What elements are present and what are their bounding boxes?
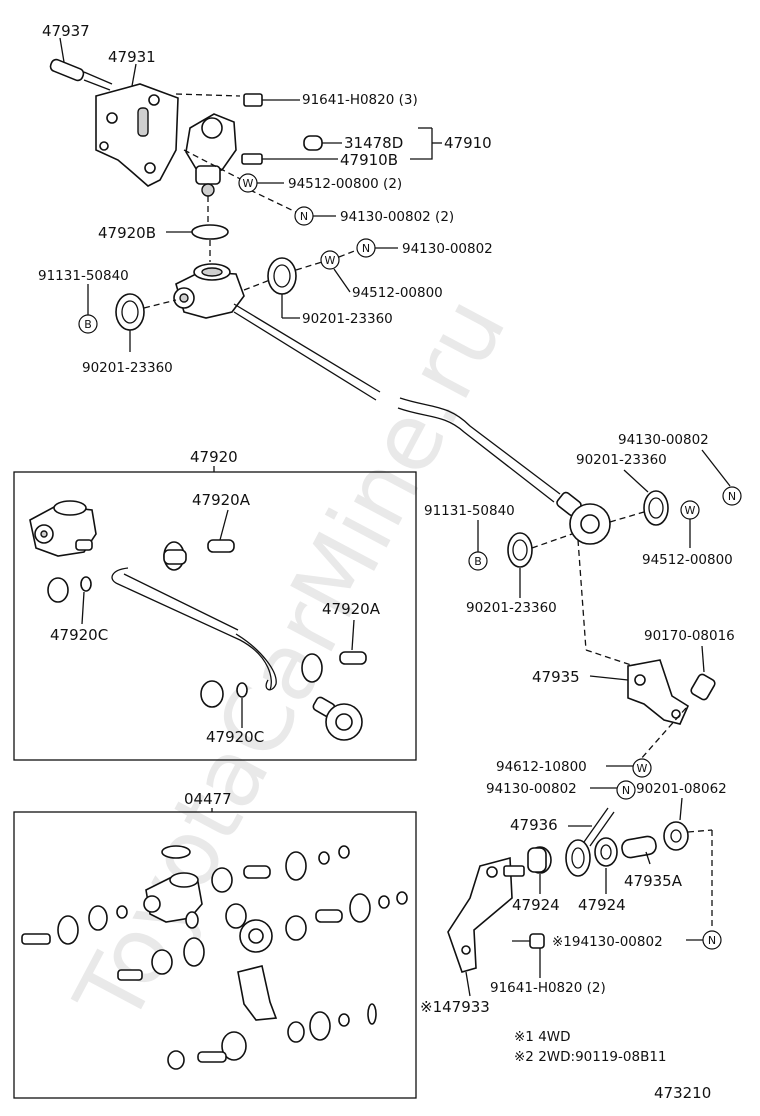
label-94130-c: 94130-00802	[486, 781, 577, 797]
label-47920A-1: 47920A	[192, 491, 251, 509]
gasket-90201-b	[115, 293, 145, 331]
label-47910: 47910	[444, 134, 492, 152]
bolt-marker-b-text: B	[84, 318, 92, 331]
gasket-90201-d	[507, 532, 533, 568]
label-47920C-2: 47920C	[206, 728, 264, 746]
pipe-small	[111, 567, 272, 691]
note-1: ※1 4WD	[514, 1029, 571, 1045]
label-90201-e: 90201-08062	[636, 781, 727, 797]
bushing-47924-2	[594, 837, 618, 867]
label-04477: 04477	[184, 790, 232, 808]
diagram-id: 473210	[654, 1084, 711, 1102]
union-fitting	[173, 263, 245, 319]
label-47910B: 47910B	[340, 151, 398, 169]
kit-04477-parts	[21, 845, 408, 1070]
label-94130-b: 94130-00802	[618, 432, 709, 448]
label-47935: 47935	[532, 668, 580, 686]
label-47931: 47931	[108, 48, 156, 66]
nut-marker-n2-text: N	[362, 242, 370, 255]
nut-marker-n-text: N	[300, 210, 308, 223]
label-90201-d: 90201-23360	[466, 600, 557, 616]
washer-marker-w-text: W	[243, 177, 254, 190]
nut-marker-n3	[722, 486, 742, 506]
link-47936	[565, 807, 615, 877]
bolt-marker-b2-text: B	[474, 555, 482, 568]
label-47924-1: 47924	[512, 896, 560, 914]
bolt-91641-3	[243, 93, 300, 107]
label-91131-b: 91131-50840	[424, 503, 515, 519]
cap-31478D	[303, 135, 323, 151]
label-47920: 47920	[190, 448, 238, 466]
label-94612: 94612-10800	[496, 759, 587, 775]
label-91641-3: 91641-H0820 (3)	[302, 92, 418, 108]
label-91641-2: 91641-H0820 (2)	[490, 980, 606, 996]
label-94512-b: 94512-00800	[642, 552, 733, 568]
bolt-small-1	[503, 865, 525, 877]
nut-marker-n3-text: N	[728, 490, 736, 503]
pipe-upper	[233, 303, 381, 401]
label-147933: ※147933	[420, 998, 490, 1016]
washer-marker-w4	[632, 758, 652, 778]
bracket-147933	[447, 856, 513, 973]
bushing-47924-1	[527, 846, 552, 874]
sleeve-47920C-2	[200, 680, 248, 708]
label-194130: ※194130-00802	[552, 934, 663, 950]
washer-marker-w4-text: W	[637, 762, 648, 775]
end-fitting-small	[312, 696, 363, 741]
label-90201-c: 90201-23360	[576, 452, 667, 468]
bracket-47931	[95, 83, 179, 187]
label-94130-2: 94130-00802 (2)	[340, 209, 454, 225]
pipe-end-fitting	[556, 491, 611, 545]
bracket-47935	[627, 659, 690, 725]
gasket-90201-a	[267, 257, 297, 295]
washer-marker-w2	[320, 250, 340, 270]
nut-90170	[690, 673, 716, 701]
sleeve-47920A-1	[163, 539, 235, 571]
sleeve-47920A-2	[301, 651, 367, 683]
washer-marker-w2-text: W	[325, 254, 336, 267]
bolt-marker-b2	[468, 551, 488, 571]
nut-marker-n5-text: N	[708, 934, 716, 947]
note-2: ※2 2WD:90119-08B11	[514, 1049, 667, 1065]
gasket-90201-c	[643, 490, 669, 526]
label-90201-a: 90201-23360	[302, 311, 393, 327]
screw-47910B	[241, 153, 338, 165]
valve-47910	[185, 113, 237, 197]
label-47924-2: 47924	[578, 896, 626, 914]
label-91131-a: 91131-50840	[38, 268, 129, 284]
label-47920A-2: 47920A	[322, 600, 381, 618]
bolt-194130	[529, 933, 545, 949]
box-04477	[13, 811, 417, 1099]
oring-47920B	[191, 224, 229, 240]
label-90170: 90170-08016	[644, 628, 735, 644]
box-47920	[13, 471, 417, 761]
bolt-47937	[49, 58, 113, 91]
label-47920C-1: 47920C	[50, 626, 108, 644]
sleeve-47935A	[621, 821, 689, 859]
label-94512-a: 94512-00800	[352, 285, 443, 301]
label-90201-b: 90201-23360	[82, 360, 173, 376]
label-31478D: 31478D	[344, 134, 403, 152]
label-94130-a: 94130-00802	[402, 241, 493, 257]
washer-marker-w3-text: W	[685, 504, 696, 517]
sleeve-47920C-1	[47, 576, 92, 603]
label-47936: 47936	[510, 816, 558, 834]
nut-marker-n4-text: N	[622, 784, 630, 797]
nut-marker-n4	[616, 780, 636, 800]
label-47937: 47937	[42, 22, 90, 40]
union-fitting-small	[29, 500, 97, 557]
label-47920B: 47920B	[98, 224, 156, 242]
label-94512-2: 94512-00800 (2)	[288, 176, 402, 192]
label-47935A: 47935A	[624, 872, 683, 890]
pipe-lower	[397, 397, 561, 503]
